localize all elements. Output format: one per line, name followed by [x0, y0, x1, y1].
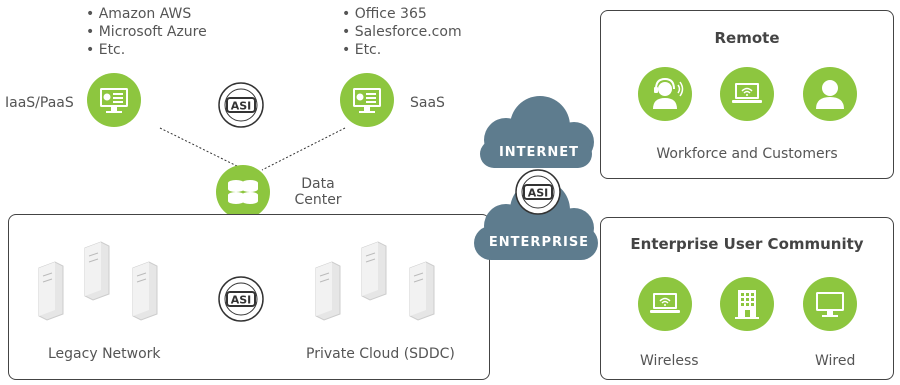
enterprise-title: Enterprise User Community: [630, 235, 864, 253]
iaas-monitor-icon: [87, 73, 141, 127]
iaas-label: IaaS/PaaS: [5, 95, 74, 111]
internet-cloud-shape: [480, 96, 594, 168]
laptop-wifi-icon: [720, 67, 774, 121]
wired-label: Wired: [815, 353, 856, 369]
server-icon: [132, 261, 158, 321]
saas-provider-list: • Office 365 • Salesforce.com • Etc.: [342, 5, 462, 59]
svg-text:ASI: ASI: [528, 187, 549, 200]
iaas-provider-item: • Etc.: [86, 42, 126, 58]
wireless-label: Wireless: [640, 353, 699, 369]
private-cloud-server-icons: [315, 241, 435, 321]
enterprise-cloud-shape: [474, 180, 598, 260]
datacenter-label: Data Center: [293, 176, 343, 208]
legacy-network-label: Legacy Network: [48, 346, 161, 362]
server-icon: [361, 241, 387, 301]
svg-text:ASI: ASI: [231, 294, 252, 307]
saas-monitor-icon: [340, 73, 394, 127]
wireless-laptop-icon: [638, 277, 692, 331]
user-icon: [803, 67, 857, 121]
cloud-graphic: ASI: [474, 96, 598, 260]
saas-label: SaaS: [410, 95, 445, 111]
server-icon: [315, 261, 341, 321]
server-icon: [84, 241, 110, 301]
building-icon: [720, 277, 774, 331]
asi-logo-icon: ASI: [218, 276, 264, 322]
private-cloud-label: Private Cloud (SDDC): [306, 346, 455, 362]
datacenter-label-line: Center: [294, 192, 342, 208]
headset-agent-icon: [638, 67, 692, 121]
legacy-server-icons: [38, 241, 158, 321]
datacenter-database-icon: [216, 165, 270, 219]
server-icon: [38, 261, 64, 321]
asi-logo-icon: ASI: [515, 169, 561, 215]
saas-provider-item: • Salesforce.com: [342, 24, 462, 40]
remote-subtitle: Workforce and Customers: [656, 146, 838, 162]
saas-provider-item: • Etc.: [342, 42, 382, 58]
datacenter-label-line: Data: [301, 176, 335, 192]
iaas-provider-item: • Microsoft Azure: [86, 24, 207, 40]
iaas-provider-item: • Amazon AWS: [86, 6, 192, 22]
saas-provider-item: • Office 365: [342, 6, 427, 22]
internet-label: INTERNET: [498, 145, 580, 160]
enterprise-cloud-label: ENTERPRISE: [488, 235, 590, 250]
iaas-provider-list: • Amazon AWS • Microsoft Azure • Etc.: [86, 5, 207, 59]
server-icon: [409, 261, 435, 321]
desktop-icon: [803, 277, 857, 331]
remote-title: Remote: [714, 29, 780, 47]
asi-logo-icon: ASI: [218, 82, 264, 128]
svg-text:ASI: ASI: [231, 100, 252, 113]
